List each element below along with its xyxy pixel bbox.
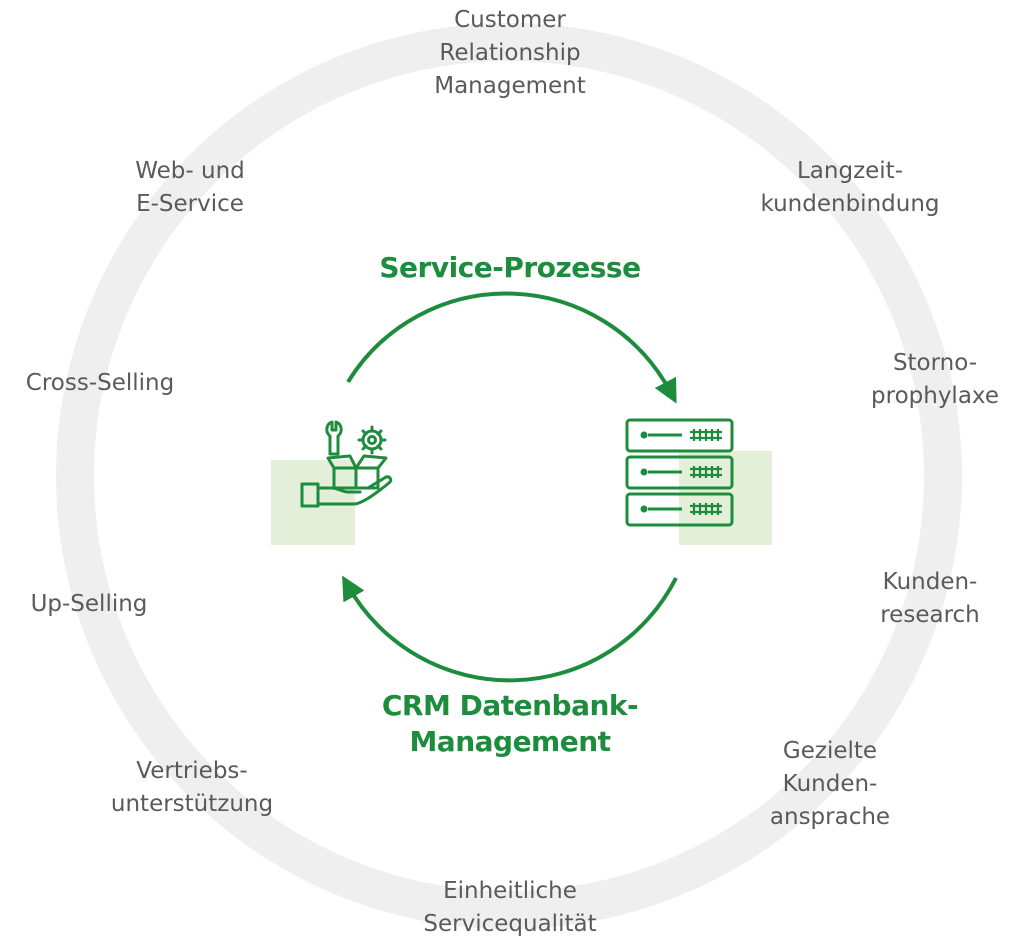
arrow-bottom [342, 575, 678, 683]
label-crm: Customer Relationship Management [434, 7, 586, 99]
label-langzeitkundenbindung: Langzeit- kundenbindung [760, 158, 940, 217]
outer-ring [56, 23, 962, 929]
label-gezielte-kundenansprache: Gezielte Kunden- ansprache [769, 738, 891, 830]
label-einheitliche-servicequalitaet: Einheitliche Servicequalität [423, 878, 597, 937]
title-service-prozesse: Service-Prozesse [379, 251, 641, 284]
label-up-selling: Up-Selling [30, 591, 148, 617]
label-vertriebsunterstuetzung: Vertriebs- unterstützung [110, 758, 274, 817]
label-cross-selling: Cross-Selling [25, 370, 175, 396]
label-kundenresearch: Kunden- research [880, 569, 980, 628]
service-hand-box-tools-icon [298, 418, 398, 518]
title-crm-datenbank-management: CRM Datenbank- Management [381, 689, 639, 758]
label-stornoprophylaxe: Storno- prophylaxe [871, 350, 999, 409]
label-web-e-service: Web- und E-Service [135, 158, 245, 217]
arrow-top [346, 291, 677, 404]
server-database-icon [624, 417, 736, 527]
